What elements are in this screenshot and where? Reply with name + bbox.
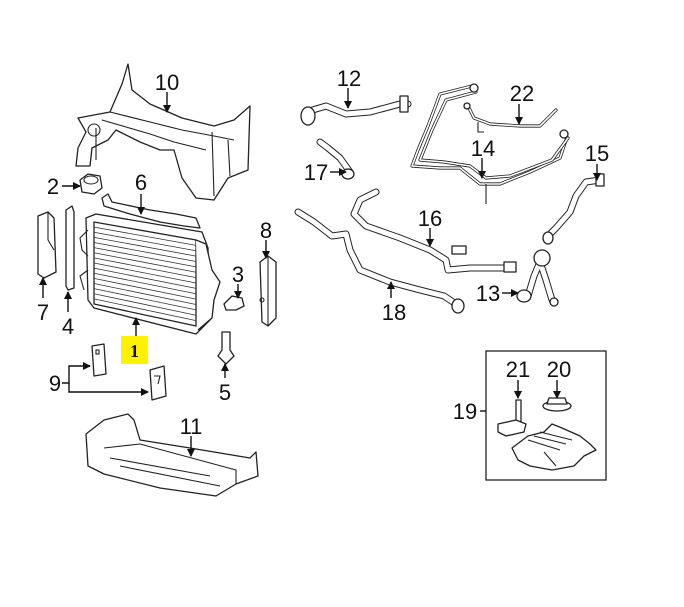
bypass-hose-part[interactable] bbox=[316, 138, 355, 180]
callout-7[interactable]: 7 bbox=[37, 300, 49, 325]
upper-seal-part[interactable] bbox=[101, 193, 201, 229]
leader-lines bbox=[39, 88, 601, 457]
bracket-part[interactable] bbox=[223, 295, 245, 311]
radiator-fin bbox=[93, 262, 197, 284]
callout-2[interactable]: 2 bbox=[47, 174, 59, 199]
front-support-part[interactable] bbox=[75, 63, 251, 201]
callout-8[interactable]: 8 bbox=[260, 218, 272, 243]
callout-5[interactable]: 5 bbox=[219, 380, 231, 405]
sensor-part[interactable] bbox=[217, 331, 235, 365]
callout-18[interactable]: 18 bbox=[382, 300, 406, 325]
radiator-fins bbox=[93, 226, 197, 322]
callout-21[interactable]: 21 bbox=[506, 357, 530, 382]
mount-bracket-upper[interactable] bbox=[91, 343, 107, 377]
mount-bracket-lower[interactable] bbox=[149, 365, 167, 401]
reservoir-cap-part[interactable] bbox=[542, 397, 572, 412]
outlet-hose-part[interactable] bbox=[542, 173, 605, 245]
callout-10[interactable]: 10 bbox=[155, 70, 179, 95]
radiator-fin bbox=[93, 247, 197, 268]
side-seal-left-part[interactable] bbox=[37, 211, 57, 279]
leader-9b bbox=[68, 383, 149, 396]
leader-9a bbox=[62, 362, 91, 384]
callout-20[interactable]: 20 bbox=[547, 357, 571, 382]
callout-13[interactable]: 13 bbox=[476, 281, 500, 306]
callout-19[interactable]: 19 bbox=[453, 399, 477, 424]
reservoir-assembly-box bbox=[485, 350, 607, 481]
callout-3[interactable]: 3 bbox=[232, 262, 244, 287]
radiator-fin bbox=[93, 283, 197, 305]
callout-11[interactable]: 11 bbox=[180, 414, 203, 439]
radiator-fin bbox=[93, 288, 197, 311]
radiator-fin bbox=[93, 298, 197, 322]
callout-labels: 1 2 3 4 5 6 7 8 9 10 11 12 13 14 15 16 1… bbox=[37, 66, 609, 439]
callout-15[interactable]: 15 bbox=[585, 141, 609, 166]
thermostat-housing-part[interactable] bbox=[516, 249, 559, 307]
side-seal-right-part[interactable] bbox=[259, 255, 277, 327]
level-sensor-part[interactable] bbox=[497, 399, 527, 437]
seal-strip-part[interactable] bbox=[65, 205, 75, 291]
highlight-box bbox=[121, 336, 148, 364]
radiator-fin bbox=[93, 231, 197, 252]
radiator-fin bbox=[93, 226, 197, 246]
radiator-fin bbox=[93, 236, 197, 257]
callout-4[interactable]: 4 bbox=[62, 314, 74, 339]
heater-hose-part[interactable] bbox=[350, 188, 517, 274]
reservoir-tank-part[interactable] bbox=[511, 423, 597, 471]
callout-17[interactable]: 17 bbox=[304, 160, 328, 185]
bleed-line-part[interactable] bbox=[463, 102, 558, 133]
radiator-fin bbox=[93, 257, 197, 279]
radiator-fin bbox=[93, 277, 197, 300]
radiator-part[interactable] bbox=[79, 213, 221, 335]
callout-22[interactable]: 22 bbox=[510, 81, 534, 106]
callout-14[interactable]: 14 bbox=[471, 136, 495, 161]
radiator-fin bbox=[93, 267, 197, 289]
coolant-lines-part[interactable] bbox=[410, 83, 570, 204]
radiator-fin bbox=[93, 293, 197, 316]
callout-9[interactable]: 9 bbox=[49, 371, 61, 396]
radiator-fin bbox=[93, 272, 197, 295]
callout-12[interactable]: 12 bbox=[337, 66, 361, 91]
callout-1[interactable]: 1 bbox=[130, 341, 139, 361]
callout-6[interactable]: 6 bbox=[135, 170, 147, 195]
radiator-fin bbox=[93, 252, 197, 273]
lower-deflector-part[interactable] bbox=[85, 413, 259, 497]
cap-nut-part[interactable] bbox=[79, 173, 103, 195]
callout-16[interactable]: 16 bbox=[418, 206, 442, 231]
radiator-fin bbox=[93, 242, 197, 262]
lower-hose-part[interactable] bbox=[294, 208, 465, 314]
upper-hose-part[interactable] bbox=[300, 95, 412, 126]
